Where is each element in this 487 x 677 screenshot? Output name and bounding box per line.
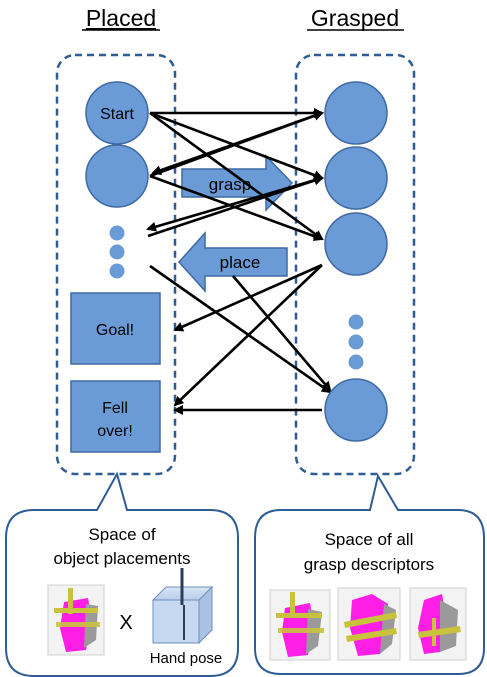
grasped-state-node: [324, 146, 388, 210]
goal-label: Goal!: [96, 322, 134, 339]
transition-arrow: [146, 176, 323, 232]
placed-start-node: Start: [85, 81, 149, 145]
fell-label-line1: Fell: [102, 400, 128, 417]
callout-left-line1: Space of: [88, 525, 155, 544]
transition-arrow: [173, 263, 323, 332]
fell-label-line2: over!: [97, 423, 133, 440]
transition-arrow: [149, 264, 332, 394]
placed-ellipsis-dots: [109, 225, 125, 279]
callout-left-line2: object placements: [53, 549, 190, 568]
grasp-descriptor-thumbnail: [409, 587, 467, 661]
fell-over-state-box: Fell over!: [70, 380, 161, 453]
goal-state-box: Goal!: [70, 292, 161, 365]
grasp-descriptor-thumbnail: [337, 587, 401, 661]
transition-arrow: [149, 111, 324, 241]
callout-right-line2: grasp descriptors: [304, 555, 434, 574]
placed-state-node: [85, 144, 149, 208]
grasped-state-node: [324, 81, 388, 145]
object-placement-thumbnail: [47, 584, 105, 656]
times-symbol: X: [119, 612, 132, 634]
grasped-ellipsis-dots: [348, 314, 364, 370]
placed-column: [55, 53, 177, 476]
callout-right-line1: Space of all: [325, 530, 414, 549]
transition-arrow: [149, 111, 324, 178]
start-label: Start: [100, 106, 134, 123]
hand-pose-label: Hand pose: [150, 650, 223, 667]
placed-title: Placed: [86, 5, 156, 31]
grasped-state-node: [324, 378, 388, 442]
grasped-title: Grasped: [311, 5, 399, 31]
grasped-state-node: [324, 212, 388, 276]
grasped-column: [294, 53, 416, 476]
transition-arrows: [146, 108, 332, 415]
grasp-label: grasp: [209, 175, 252, 194]
grasp-descriptor-thumbnail: [269, 589, 331, 661]
hand-pose-cube-icon: [151, 568, 214, 645]
place-action-arrow: place: [177, 231, 288, 293]
place-label: place: [220, 253, 261, 272]
transition-arrow: [232, 275, 332, 392]
placements-callout: [5, 471, 239, 677]
